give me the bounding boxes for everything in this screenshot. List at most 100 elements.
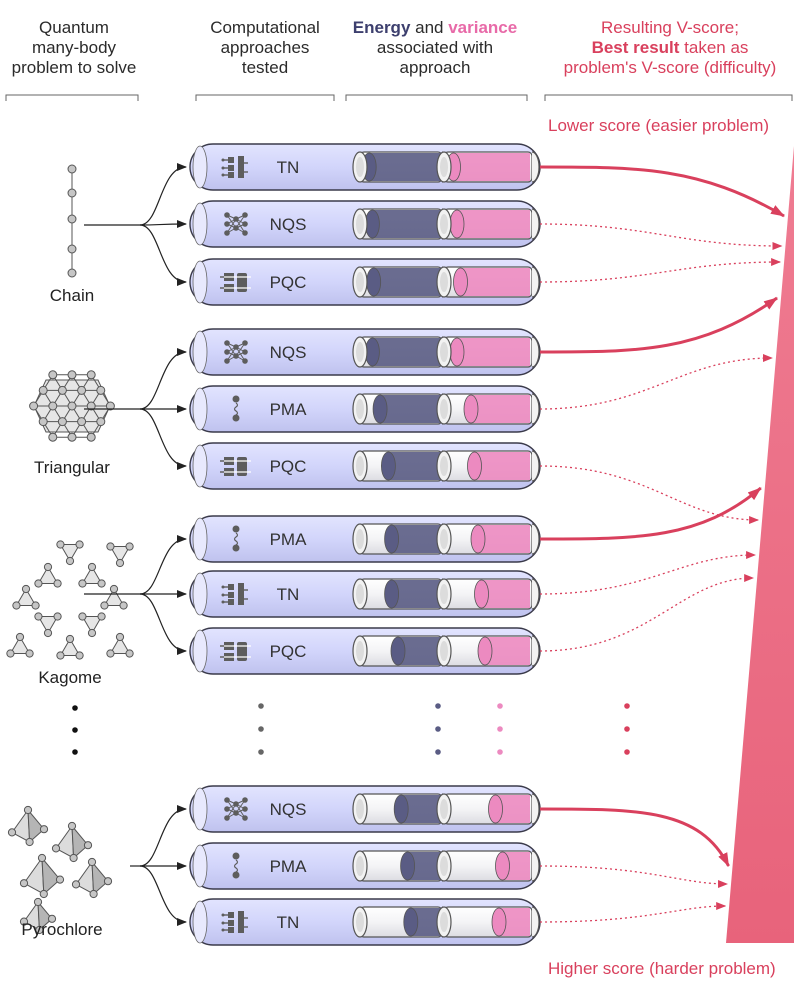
- chain-lattice-icon: [67, 164, 77, 278]
- quantum-circuit-icon: [220, 642, 251, 661]
- energy-tube: [352, 266, 450, 298]
- method-capsule: PQC: [189, 627, 541, 675]
- method-label: TN: [277, 585, 300, 604]
- pma-icon: [232, 395, 240, 422]
- method-label: PQC: [270, 273, 307, 292]
- neural-network-icon: [224, 340, 248, 364]
- method-label: PMA: [270, 530, 308, 549]
- variance-tube: [436, 906, 540, 938]
- branch-arrow: [139, 220, 187, 229]
- branch-arrow: [139, 535, 187, 595]
- ellipsis-dot: [72, 705, 78, 711]
- ellipsis-dot: [497, 726, 503, 732]
- ellipsis-dot: [258, 703, 264, 709]
- kagome-lattice-icon: [6, 540, 134, 660]
- energy-tube: [352, 906, 450, 938]
- variance-tube: [436, 450, 540, 482]
- ellipsis-dot: [435, 703, 441, 709]
- branch-arrow: [139, 163, 187, 226]
- method-label: PQC: [270, 457, 307, 476]
- variance-tube: [436, 151, 540, 183]
- energy-tube: [352, 336, 450, 368]
- problem-groups: TN NQS PQC NQS PMA PQC PMA TN PQC NQS PMA TN: [6, 143, 785, 946]
- variance-tube: [436, 635, 540, 667]
- method-capsule: PMA: [189, 515, 541, 563]
- best-result-arrow: [539, 165, 785, 218]
- method-label: TN: [277, 913, 300, 932]
- variance-tube: [436, 266, 540, 298]
- method-capsule: NQS: [189, 328, 541, 376]
- system-label: Pyrochlore: [21, 920, 103, 939]
- result-arrow: [539, 354, 773, 410]
- pma-icon: [232, 525, 240, 552]
- method-capsule: PMA: [189, 385, 541, 433]
- result-arrow: [539, 258, 782, 283]
- energy-tube: [352, 635, 450, 667]
- method-capsule: PMA: [189, 842, 541, 890]
- system-label: Chain: [49, 286, 95, 305]
- method-capsule: TN: [189, 898, 541, 946]
- problem-group: NQS PMA TN: [7, 785, 730, 946]
- branch-arrow: [139, 408, 187, 470]
- ellipsis-dots: [72, 703, 630, 755]
- variance-tube: [436, 793, 540, 825]
- method-capsule: NQS: [189, 785, 541, 833]
- lower-score-label: Lower score (easier problem): [548, 116, 770, 135]
- tensor-network-icon: [221, 583, 248, 605]
- tensor-network-icon: [221, 911, 248, 933]
- branch-arrow: [139, 348, 187, 410]
- result-arrow: [539, 865, 729, 888]
- energy-tube: [352, 793, 450, 825]
- branch-arrow: [139, 224, 187, 286]
- method-capsule: NQS: [189, 200, 541, 248]
- energy-tube: [352, 208, 450, 240]
- ellipsis-dot: [435, 749, 441, 755]
- v-score-wedge: [726, 146, 794, 943]
- energy-tube: [352, 578, 450, 610]
- branch-arrow: [139, 865, 187, 926]
- ellipsis-dot: [624, 703, 630, 709]
- branch-arrow: [139, 805, 187, 867]
- variance-tube: [436, 578, 540, 610]
- quantum-circuit-icon: [220, 457, 251, 476]
- problem-group: TN NQS PQC: [67, 143, 785, 306]
- method-capsule: PQC: [189, 258, 541, 306]
- variance-tube: [436, 393, 540, 425]
- method-label: PMA: [270, 857, 308, 876]
- method-label: TN: [277, 158, 300, 177]
- variance-tube: [436, 336, 540, 368]
- result-arrow: [539, 574, 755, 652]
- best-result-arrow: [539, 807, 730, 867]
- pma-icon: [232, 852, 240, 879]
- method-capsule: TN: [189, 570, 541, 618]
- result-arrow: [539, 551, 757, 595]
- method-label: NQS: [270, 215, 307, 234]
- tensor-network-icon: [221, 156, 248, 178]
- ellipsis-dot: [258, 749, 264, 755]
- energy-tube: [352, 151, 450, 183]
- ellipsis-dot: [435, 726, 441, 732]
- energy-tube: [352, 450, 450, 482]
- method-label: PMA: [270, 400, 308, 419]
- higher-score-label: Higher score (harder problem): [548, 959, 776, 978]
- ellipsis-dot: [497, 703, 503, 709]
- triangular-lattice-icon: [29, 370, 115, 442]
- system-label: Kagome: [38, 668, 102, 687]
- energy-tube: [352, 393, 450, 425]
- quantum-circuit-icon: [220, 273, 251, 292]
- ellipsis-dot: [72, 749, 78, 755]
- method-capsule: TN: [189, 143, 541, 191]
- ellipsis-dot: [624, 726, 630, 732]
- energy-tube: [352, 523, 450, 555]
- ellipsis-dot: [624, 749, 630, 755]
- result-arrow: [539, 902, 727, 923]
- method-label: PQC: [270, 642, 307, 661]
- header-v-score: Resulting V-score; Best result taken as …: [563, 18, 777, 77]
- variance-tube: [436, 850, 540, 882]
- problem-group: NQS PMA PQC: [29, 296, 778, 524]
